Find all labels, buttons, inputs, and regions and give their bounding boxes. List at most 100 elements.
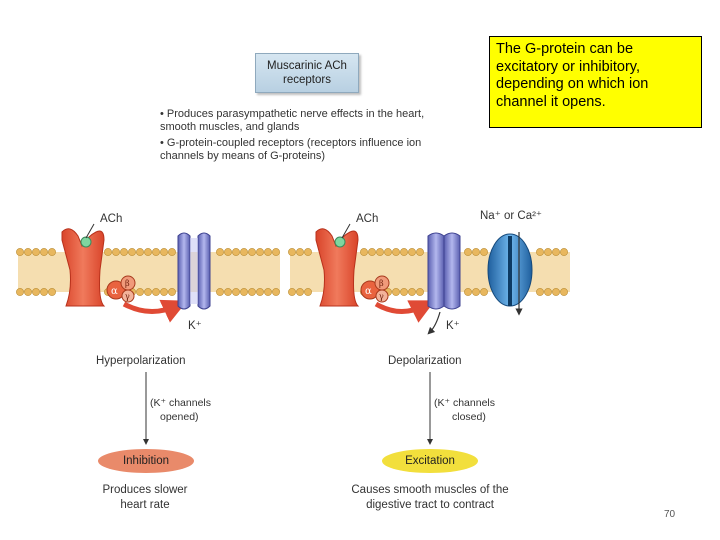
lipid-head [40, 288, 48, 296]
right-channel-note-line-2: closed) [452, 411, 486, 423]
right-activation-arrow [374, 300, 436, 323]
lipid-head [304, 288, 312, 296]
lipid-head [536, 288, 544, 296]
title-line-2: receptors [283, 74, 331, 86]
right-caption-line-1: Causes smooth muscles of the [351, 484, 509, 496]
lipid-head [16, 288, 24, 296]
lipid-head [232, 288, 240, 296]
lipid-head [168, 288, 176, 296]
bullet-item: • Produces parasympathetic nerve effects… [160, 108, 425, 133]
lipid-head [248, 288, 256, 296]
g-protein-callout: The G-protein can be excitatory or inhib… [489, 36, 702, 128]
page-number: 70 [664, 509, 676, 520]
lipid-head [472, 248, 480, 256]
left-gamma-label: γ [125, 292, 130, 301]
right-channel-note: (K⁺ channels closed) [434, 396, 495, 424]
left-caption-line-2: heart rate [120, 499, 170, 511]
right-k-ion-label: K⁺ [446, 320, 460, 332]
lipid-head [40, 248, 48, 256]
right-channel-note-line-1: (K⁺ channels [434, 397, 495, 409]
lipid-head [144, 288, 152, 296]
lipid-head [480, 248, 488, 256]
lipid-head [416, 248, 424, 256]
lipid-head [152, 288, 160, 296]
right-caption-line-2: digestive tract to contract [366, 499, 494, 511]
lipid-head [48, 248, 56, 256]
lipid-head [160, 248, 168, 256]
right-g-protein [360, 275, 390, 303]
right-receptor [315, 228, 360, 307]
left-channel-note-line-2: opened) [160, 411, 199, 423]
lipid-head [256, 248, 264, 256]
left-membrane [16, 248, 280, 296]
lipid-head [32, 248, 40, 256]
lipid-head [368, 248, 376, 256]
left-alpha-label: α [111, 286, 118, 297]
right-beta-label: β [379, 279, 384, 288]
right-gamma-label: γ [379, 292, 384, 301]
lipid-head [384, 248, 392, 256]
lipid-head [24, 248, 32, 256]
lipid-head [560, 288, 568, 296]
lipid-head [416, 288, 424, 296]
lipid-head [360, 248, 368, 256]
lipid-head [296, 288, 304, 296]
receptor-type-title: Muscarinic ACh receptors [255, 53, 359, 93]
right-alpha-label: α [365, 286, 372, 297]
left-caption-line-1: Produces slower [102, 484, 188, 496]
lipid-head [112, 248, 120, 256]
excitation-badge: Excitation [382, 449, 478, 473]
right-na-ca-label: Na⁺ or Ca²⁺ [480, 210, 542, 222]
left-channel-note-line-1: (K⁺ channels [150, 397, 211, 409]
lipid-head [48, 288, 56, 296]
lipid-head [256, 288, 264, 296]
lipid-head [304, 248, 312, 256]
lipid-head [288, 288, 296, 296]
right-ach-label: ACh [356, 213, 379, 225]
left-ach-pointer [85, 223, 95, 239]
lipid-head [120, 248, 128, 256]
left-g-protein [106, 275, 136, 303]
lipid-head [544, 288, 552, 296]
lipid-head [16, 248, 24, 256]
left-effect-label: Hyperpolarization [96, 355, 186, 367]
lipid-head [376, 248, 384, 256]
lipid-head [536, 248, 544, 256]
lipid-head [296, 248, 304, 256]
lipid-head [392, 248, 400, 256]
lipid-head [136, 248, 144, 256]
lipid-head [544, 248, 552, 256]
lipid-head [32, 288, 40, 296]
lipid-head [472, 288, 480, 296]
left-beta-label: β [125, 279, 130, 288]
lipid-head [464, 288, 472, 296]
left-k-ion-label: K⁺ [188, 320, 202, 332]
right-effect-label: Depolarization [388, 355, 462, 367]
lipid-head [240, 288, 248, 296]
lipid-head [128, 248, 136, 256]
lipid-head [392, 288, 400, 296]
left-k-channel [177, 232, 211, 310]
lipid-head [224, 288, 232, 296]
lipid-head [272, 288, 280, 296]
lipid-head [232, 248, 240, 256]
lipid-head [408, 288, 416, 296]
lipid-head [264, 248, 272, 256]
lipid-head [144, 248, 152, 256]
lipid-head [216, 288, 224, 296]
lipid-head [480, 288, 488, 296]
lipid-head [168, 248, 176, 256]
lipid-head [24, 288, 32, 296]
lipid-head [240, 248, 248, 256]
lipid-head [160, 288, 168, 296]
lipid-head [288, 248, 296, 256]
lipid-head [464, 248, 472, 256]
inhibition-badge: Inhibition [98, 449, 194, 473]
lipid-head [152, 248, 160, 256]
lipid-head [136, 288, 144, 296]
right-ach-pointer [341, 223, 351, 239]
lipid-head [264, 288, 272, 296]
bullet-item: • G-protein-coupled receptors (receptors… [160, 137, 422, 162]
right-outcome-caption: Causes smooth muscles of the digestive t… [330, 483, 530, 513]
